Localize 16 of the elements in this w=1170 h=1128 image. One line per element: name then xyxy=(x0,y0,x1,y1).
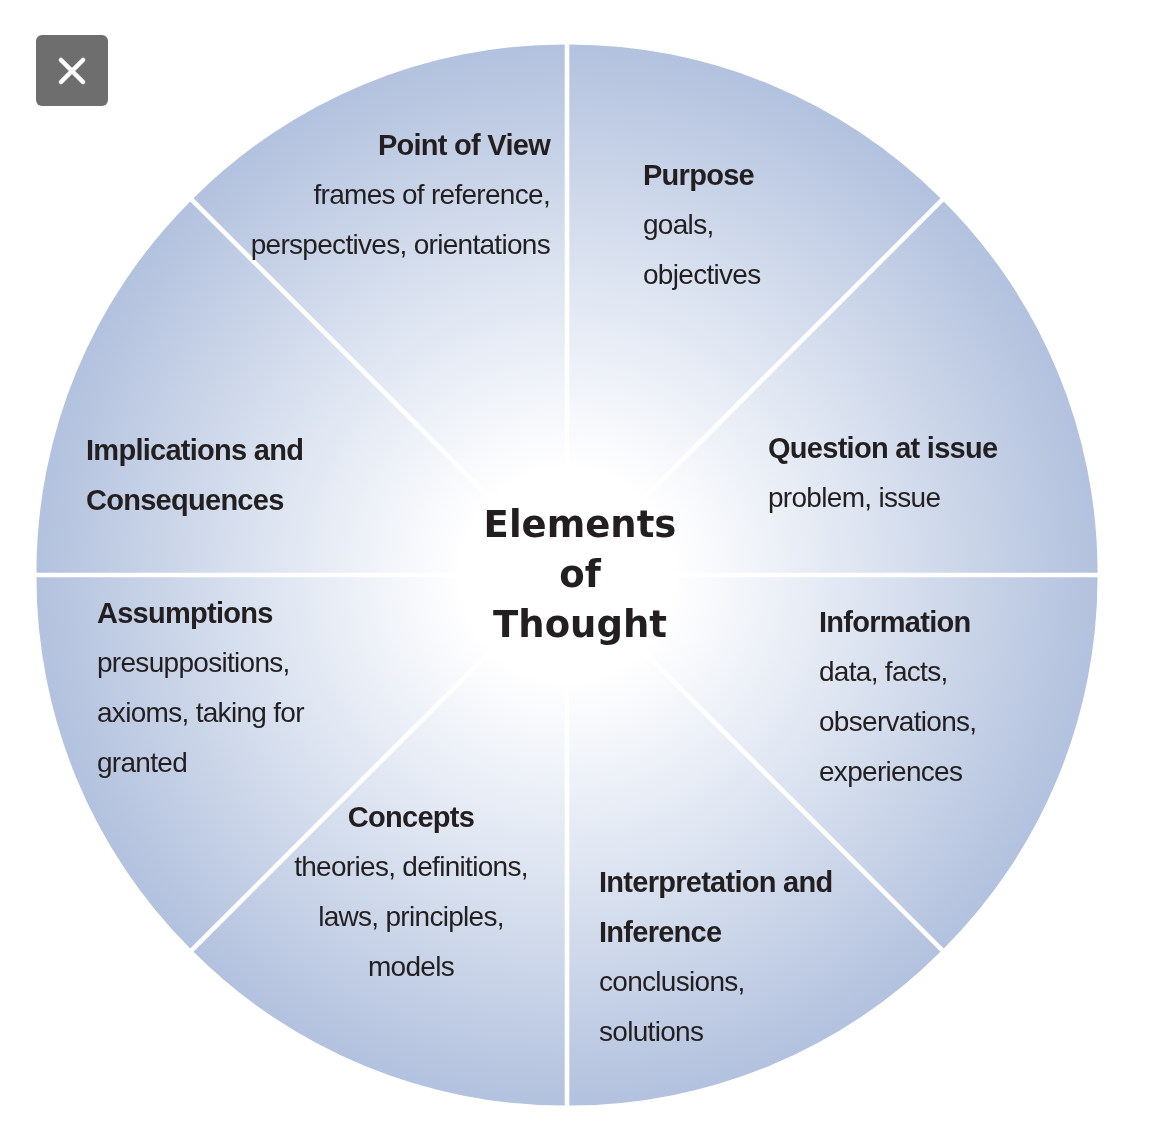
segment-text: theories, definitions, laws, principles, models xyxy=(293,850,529,984)
segment-text: goals, objectives xyxy=(643,208,762,292)
segment-text: conclusions, solutions xyxy=(599,965,746,1049)
segment-heading: Assumptions xyxy=(97,596,274,631)
segment-heading: Concepts xyxy=(346,800,476,835)
segment-text: frames of reference, perspectives, orientations xyxy=(250,178,550,262)
segment-heading: Purpose xyxy=(643,158,755,193)
segment-text: problem, issue xyxy=(768,481,942,515)
segment-text: data, facts, observations, experiences xyxy=(819,655,978,789)
segment-heading: Point of View xyxy=(376,128,550,163)
segment-heading: Information xyxy=(819,605,972,640)
segment-heading: Interpretation and Inference xyxy=(599,865,834,950)
center-title: Elements of Thought xyxy=(470,500,690,650)
segment-text: presuppositions, axioms, taking for granted xyxy=(97,646,305,780)
segment-heading: Implications and Consequences xyxy=(86,433,305,518)
segment-heading: Question at issue xyxy=(768,431,999,466)
